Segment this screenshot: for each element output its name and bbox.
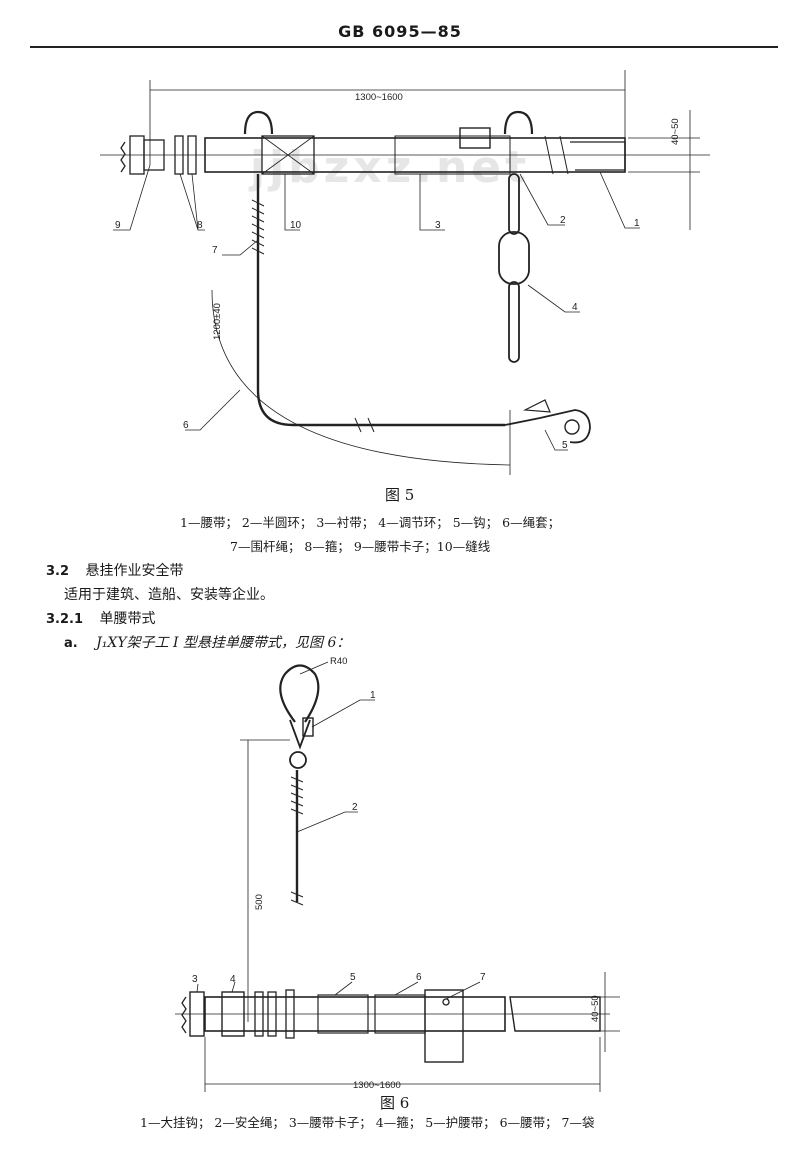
fig6-dim-radius: R40 [330,656,347,667]
section-title: 单腰带式 [99,611,156,627]
fig5-label-1: 1 [634,218,640,229]
fig6-dim-width: 40~50 [590,995,601,1022]
fig6-label-1: 1 [370,690,376,701]
fig6-dim-length: 1300~1600 [353,1080,401,1091]
fig6-label-5: 5 [350,972,356,983]
section-3-2-heading: 3.2 悬挂作业安全带 [46,560,183,580]
watermark: jjbzxz.net [250,142,531,193]
header-rule [30,46,778,48]
page-header: GB 6095—85 [338,22,462,41]
section-number: 3.2 [46,564,70,579]
fig5-label-5: 5 [562,440,568,451]
fig5-label-10: 10 [290,220,302,231]
fig5-dim-length: 1300~1600 [355,92,403,103]
fig5-label-6: 6 [183,420,189,431]
fig5-dim-rope: 1200±40 [212,303,223,340]
fig5-label-2: 2 [560,215,566,226]
fig6-label-3: 3 [192,974,198,985]
section-3-2-1-heading: 3.2.1 单腰带式 [46,608,155,628]
figure-5-caption: 图 5 [385,486,415,504]
fig6-label-4: 4 [230,974,236,985]
figure-5-legend-line-2: 7—围杆绳； 8—箍； 9—腰带卡子；10—缝线 [230,539,491,554]
fig5-label-8: 8 [197,220,203,231]
figure-6-legend: 1—大挂钩； 2—安全绳； 3—腰带卡子； 4—箍； 5—护腰带； 6—腰带； … [140,1115,595,1130]
fig6-label-7: 7 [480,972,486,983]
fig6-dim-rope: 500 [254,894,265,910]
fig5-label-9: 9 [115,220,121,231]
fig5-dim-width: 40~50 [670,118,681,145]
item-a: a. J₁XY架子工 I 型悬挂单腰带式，见图 6： [64,632,350,652]
figure-6-drawing: R40 500 1300~1600 40~50 1 2 3 4 5 6 7 [175,656,620,1092]
fig5-label-4: 4 [572,302,578,313]
figure-6-caption: 图 6 [380,1094,410,1112]
item-text: J₁XY架子工 I 型悬挂单腰带式，见图 6： [96,635,351,651]
fig6-label-6: 6 [416,972,422,983]
section-title: 悬挂作业安全带 [85,563,184,579]
fig5-label-7: 7 [212,245,218,256]
section-number: 3.2.1 [46,612,84,627]
fig6-label-2: 2 [352,802,358,813]
section-3-2-text: 适用于建筑、造船、安装等企业。 [64,587,274,603]
fig5-label-3: 3 [435,220,441,231]
item-marker: a. [64,636,78,651]
figure-5-drawing: 1300~1600 40~50 1200±40 1 2 3 4 5 6 7 8 … [100,70,710,475]
figure-5-legend-line-1: 1—腰带； 2—半圆环； 3—衬带； 4—调节环； 5—钩； 6—绳套； [180,515,561,530]
